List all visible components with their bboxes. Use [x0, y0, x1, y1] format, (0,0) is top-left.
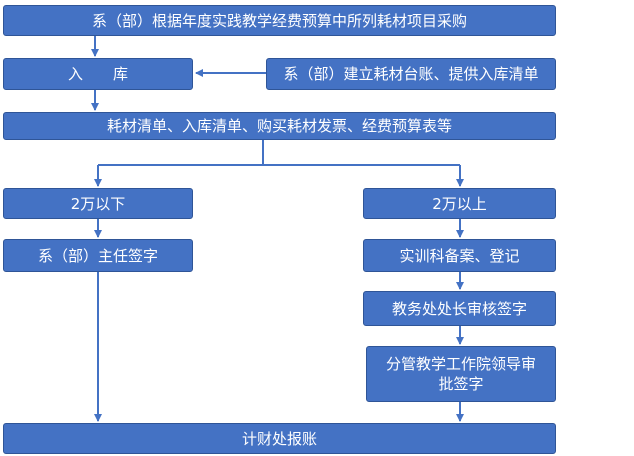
- training-record-step: 实训科备案、登记: [363, 239, 556, 272]
- over-20k-branch: 2万以上: [363, 188, 556, 219]
- ledger-step: 系（部）建立耗材台账、提供入库清单: [266, 58, 556, 90]
- reimburse-label: 计财处报账: [241, 429, 317, 448]
- director-sign-label: 系（部）主任签字: [37, 246, 158, 265]
- academic-review-step: 教务处处长审核签字: [363, 291, 556, 326]
- branch-connector: [98, 140, 264, 166]
- under-20k-branch: 2万以下: [3, 188, 193, 219]
- ledger-label: 系（部）建立耗材台账、提供入库清单: [283, 65, 539, 83]
- over-20k-label: 2万以上: [432, 194, 487, 213]
- documents-step: 耗材清单、入库清单、购买耗材发票、经费预算表等: [3, 112, 556, 140]
- academic-review-label: 教务处处长审核签字: [391, 299, 527, 318]
- leader-approval-step: 分管教学工作院领导审 批签字: [366, 346, 556, 402]
- stock-in-step: 入 库: [3, 58, 193, 90]
- stock-in-label: 入 库: [67, 65, 128, 83]
- director-sign-step: 系（部）主任签字: [3, 239, 193, 272]
- procure-step: 系（部）根据年度实践教学经费预算中所列耗材项目采购: [3, 5, 556, 36]
- leader-approval-label-line2: 批签字: [438, 375, 484, 393]
- leader-approval-label-line1: 分管教学工作院领导审: [385, 355, 536, 373]
- under-20k-label: 2万以下: [70, 194, 126, 213]
- reimburse-step: 计财处报账: [3, 423, 556, 454]
- documents-label: 耗材清单、入库清单、购买耗材发票、经费预算表等: [106, 117, 452, 135]
- procure-label: 系（部）根据年度实践教学经费预算中所列耗材项目采购: [91, 11, 467, 30]
- training-record-label: 实训科备案、登记: [399, 246, 520, 265]
